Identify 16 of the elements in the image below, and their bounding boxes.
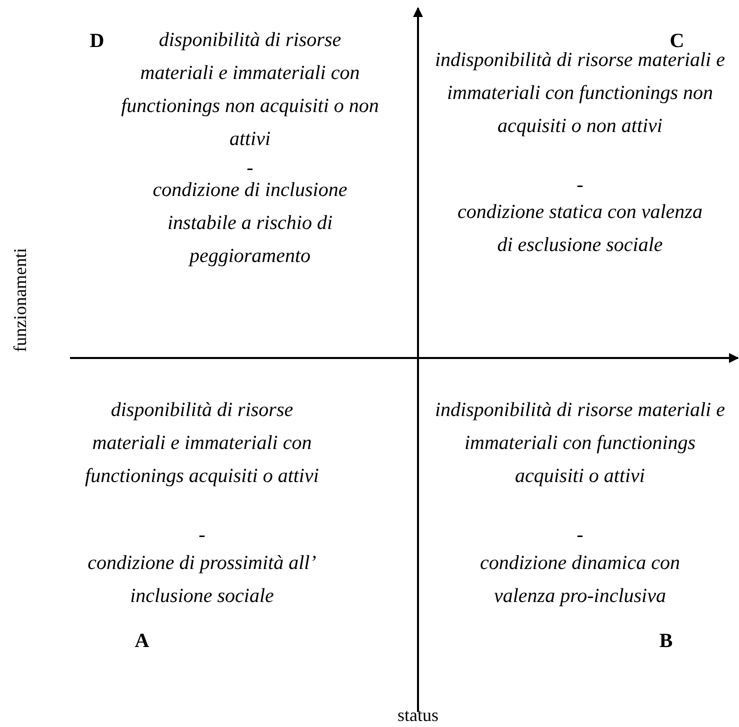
- separator-dash: -: [198, 524, 206, 546]
- quadrant-letter: D: [88, 30, 106, 52]
- quadrant-description: condizione statica con valenza di esclusione sociale: [456, 200, 704, 258]
- quadrant-description: disponibilità di risorse materiali e immateriali con functionings acquisiti o attivi: [84, 398, 320, 489]
- quadrant-letter: B: [658, 630, 674, 652]
- separator-dash: -: [576, 524, 584, 546]
- quadrant-letter: A: [134, 630, 150, 652]
- axis-label: funzionamenti: [9, 248, 31, 352]
- axis-label: status: [398, 704, 438, 726]
- separator-dash: -: [576, 174, 584, 196]
- quadrant-description: condizione dinamica con valenza pro-inclusiva: [479, 551, 681, 609]
- quadrant-description: indisponibilità di risorse materiali e immateriali con functionings acquisiti o attivi: [434, 398, 726, 489]
- quadrant-description: condizione di inclusione instabile a rischio di peggioramento: [152, 178, 348, 269]
- quadrant-description: disponibilità di risorse materiali e immateriali con functionings non acquisiti o non attivi: [120, 28, 380, 152]
- separator-dash: -: [246, 157, 254, 179]
- quadrant-description: condizione di prossimità all’ inclusione sociale: [86, 551, 318, 609]
